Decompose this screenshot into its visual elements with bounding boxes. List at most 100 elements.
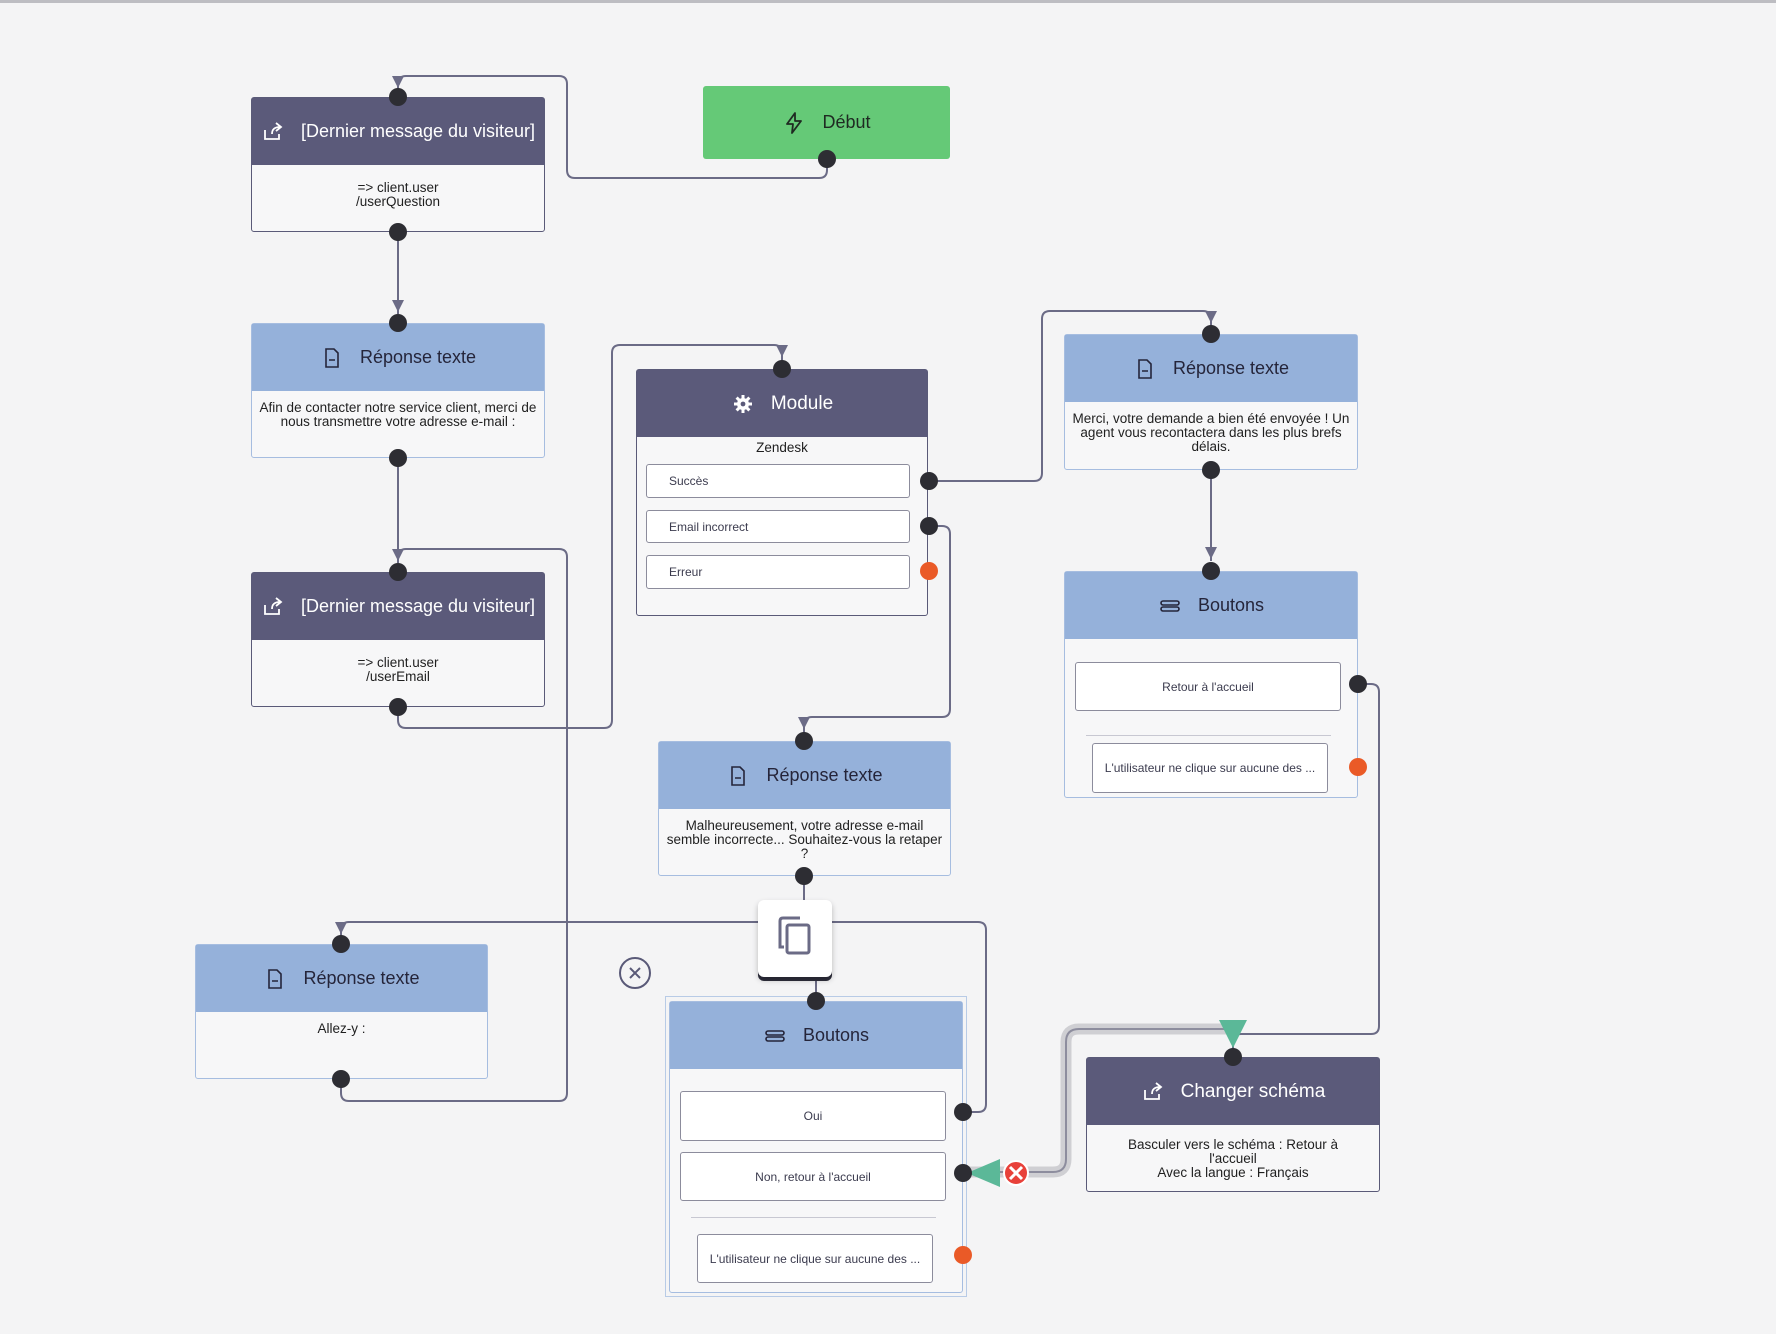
node-body: => client.user /userEmail xyxy=(252,640,544,684)
node-title: [Dernier message du visiteur] xyxy=(300,121,536,141)
variable-line: => client.user xyxy=(357,655,439,670)
port-module-error[interactable] xyxy=(920,562,938,580)
port-module-email-incorrect[interactable] xyxy=(920,517,938,535)
document-icon xyxy=(1133,357,1157,381)
document-icon xyxy=(320,346,344,370)
button-option-non-retour[interactable]: Non, retour à l'accueil xyxy=(680,1152,946,1201)
port-text-reply-sent-out[interactable] xyxy=(1202,461,1220,479)
list-icon xyxy=(763,1024,787,1048)
text-reply-node-sent[interactable]: Réponse texte Merci, votre demande a bie… xyxy=(1064,334,1358,470)
port-buttons-main-non[interactable] xyxy=(954,1164,972,1182)
start-node[interactable]: Début xyxy=(703,86,950,159)
node-title: Module xyxy=(770,392,834,414)
node-header: Réponse texte xyxy=(252,324,544,391)
document-icon xyxy=(263,967,287,991)
port-buttons-main-fallback[interactable] xyxy=(954,1246,972,1264)
button-option-fallback[interactable]: L'utilisateur ne clique sur aucune des .… xyxy=(697,1234,933,1283)
change-schema-node[interactable]: Changer schéma Basculer vers le schéma :… xyxy=(1086,1057,1380,1192)
port-visitor-msg-1-in[interactable] xyxy=(389,88,407,106)
module-output-email-incorrect[interactable]: Email incorrect xyxy=(646,510,910,543)
visitor-message-node-2[interactable]: [Dernier message du visiteur] => client.… xyxy=(251,572,545,707)
share-icon xyxy=(1141,1080,1165,1104)
node-title: Réponse texte xyxy=(359,347,477,367)
node-title: Boutons xyxy=(1197,595,1265,615)
gear-icon xyxy=(731,392,755,416)
list-icon xyxy=(1158,594,1182,618)
link-arrowheads xyxy=(335,76,1217,934)
port-start-out[interactable] xyxy=(818,150,836,168)
module-output-error[interactable]: Erreur xyxy=(646,555,910,589)
node-body: => client.user /userQuestion xyxy=(252,165,544,209)
port-buttons-main-in[interactable] xyxy=(807,992,825,1010)
node-body: Allez-y : xyxy=(317,1021,366,1036)
node-header: Module xyxy=(637,370,927,437)
node-body: Malheureusement, votre adresse e-mail se… xyxy=(666,818,943,861)
port-change-schema-in[interactable] xyxy=(1224,1048,1242,1066)
selected-link-arrow-left xyxy=(967,1159,1000,1187)
divider xyxy=(691,1217,936,1218)
port-buttons-home-fallback[interactable] xyxy=(1349,758,1367,776)
node-header: [Dernier message du visiteur] xyxy=(252,98,544,165)
document-icon xyxy=(726,764,750,788)
port-text-reply-1-out[interactable] xyxy=(389,449,407,467)
share-icon xyxy=(261,595,285,619)
port-buttons-home-in[interactable] xyxy=(1202,562,1220,580)
text-reply-node-allez[interactable]: Réponse texte Allez-y : xyxy=(195,944,488,1079)
node-body: Afin de contacter notre service client, … xyxy=(259,400,537,429)
module-node[interactable]: Module Zendesk Succès Email incorrect Er… xyxy=(636,369,928,616)
node-header: Changer schéma xyxy=(1087,1058,1379,1125)
port-text-reply-sent-in[interactable] xyxy=(1202,325,1220,343)
node-title: Réponse texte xyxy=(766,765,883,785)
port-buttons-main-oui[interactable] xyxy=(954,1103,972,1121)
button-option-fallback[interactable]: L'utilisateur ne clique sur aucune des .… xyxy=(1092,743,1328,793)
bolt-icon xyxy=(782,111,806,135)
buttons-node-home[interactable]: Boutons Retour à l'accueil L'utilisateur… xyxy=(1064,571,1358,798)
variable-line: => client.user xyxy=(357,180,439,195)
share-icon xyxy=(261,120,285,144)
node-header: Réponse texte xyxy=(1065,335,1357,402)
node-title: Boutons xyxy=(802,1025,870,1045)
port-module-success[interactable] xyxy=(920,472,938,490)
module-subtitle: Zendesk xyxy=(756,440,808,455)
schema-language: Avec la langue : Français xyxy=(1157,1165,1309,1180)
variable-line: /userEmail xyxy=(366,669,430,684)
variable-line: /userQuestion xyxy=(355,194,441,209)
port-allez-out[interactable] xyxy=(332,1070,350,1088)
text-reply-node-email-incorrect[interactable]: Réponse texte Malheureusement, votre adr… xyxy=(658,741,951,876)
node-title: Réponse texte xyxy=(1172,358,1290,378)
port-visitor-msg-2-in[interactable] xyxy=(389,563,407,581)
delete-link-icon[interactable] xyxy=(1003,1160,1029,1186)
node-title: [Dernier message du visiteur] xyxy=(300,596,536,616)
selected-link-arrow-top xyxy=(1219,1020,1247,1048)
node-body: Basculer vers le schéma : Retour à l'acc… xyxy=(1087,1125,1379,1180)
copy-node-popup[interactable] xyxy=(758,900,832,977)
node-header: Boutons xyxy=(670,1002,962,1069)
text-reply-node-1[interactable]: Réponse texte Afin de contacter notre se… xyxy=(251,323,545,458)
port-buttons-home-retour[interactable] xyxy=(1349,675,1367,693)
port-text-reply-email-bad-out[interactable] xyxy=(795,867,813,885)
port-visitor-msg-2-out[interactable] xyxy=(389,698,407,716)
visitor-message-node-1[interactable]: [Dernier message du visiteur] => client.… xyxy=(251,97,545,232)
port-module-in[interactable] xyxy=(773,360,791,378)
port-allez-in[interactable] xyxy=(332,935,350,953)
buttons-node-main[interactable]: Boutons Oui Non, retour à l'accueil L'ut… xyxy=(669,1001,963,1293)
node-header: [Dernier message du visiteur] xyxy=(252,573,544,640)
port-text-reply-1-in[interactable] xyxy=(389,314,407,332)
node-title: Réponse texte xyxy=(303,968,420,988)
divider xyxy=(1086,735,1331,736)
node-header: Réponse texte xyxy=(659,742,950,809)
copy-icon[interactable] xyxy=(776,915,814,962)
node-body: Merci, votre demande a bien été envoyée … xyxy=(1072,411,1350,454)
schema-target: Basculer vers le schéma : Retour à l'acc… xyxy=(1127,1137,1339,1166)
start-label: Début xyxy=(822,112,871,132)
module-output-success[interactable]: Succès xyxy=(646,464,910,498)
close-circle-icon[interactable] xyxy=(619,957,651,989)
port-text-reply-email-bad-in[interactable] xyxy=(795,732,813,750)
button-option-oui[interactable]: Oui xyxy=(680,1091,946,1141)
top-border xyxy=(0,0,1776,3)
node-header: Réponse texte xyxy=(196,945,487,1012)
node-title: Changer schéma xyxy=(1180,1080,1326,1102)
port-visitor-msg-1-out[interactable] xyxy=(389,223,407,241)
button-option-retour-accueil[interactable]: Retour à l'accueil xyxy=(1075,662,1341,711)
node-header: Boutons xyxy=(1065,572,1357,639)
